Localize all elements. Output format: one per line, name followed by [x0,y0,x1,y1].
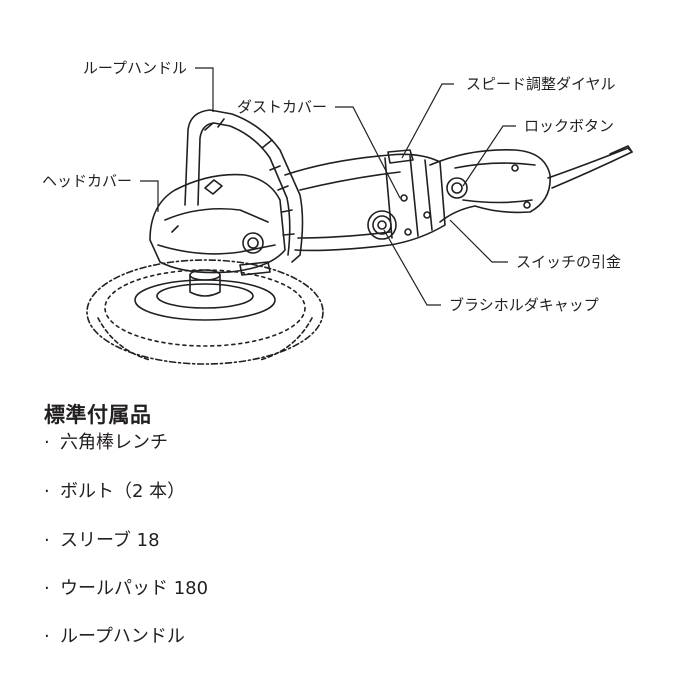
bullet: · [44,481,50,502]
power-cord [547,147,633,189]
accessory-label: ウールパッド 180 [60,578,209,599]
leader-brush-cap [383,229,441,306]
leader-loop-handle [195,67,214,112]
accessory-label: スリーブ 18 [60,530,160,551]
accessories-title: 標準付属品 [44,403,152,427]
rear-grip [429,148,551,223]
head-cover-shape [149,173,286,274]
accessory-label: ループハンドル [60,626,185,647]
accessory-item: · ボルト（2 本） [44,477,185,503]
backing-pad [134,279,276,321]
brush-cap-shape [367,210,397,240]
bullet: · [44,578,50,599]
label-switch-trigger: スイッチの引金 [516,253,621,271]
label-loop-handle: ループハンドル [83,59,187,77]
leader-head-cover [140,180,159,212]
accessory-item: · スリーブ 18 [44,526,160,552]
leader-switch-trigger [449,219,508,263]
loop-handle-shape [184,109,304,263]
accessory-item: · ウールパッド 180 [44,574,208,600]
label-speed-dial: スピード調整ダイヤル [466,75,616,93]
wool-pad-outer [86,259,324,365]
label-dust-cover: ダストカバー [237,98,327,116]
lock-button-shape [446,177,468,199]
speed-dial-shape [387,149,414,164]
leader-speed-dial [401,83,454,159]
label-brush-holder-cap: ブラシホルダキャップ [449,296,599,314]
accessory-label: ボルト（2 本） [60,481,186,502]
polisher-diagram: ループハンドル ダストカバー スピード調整ダイヤル ロックボタン ヘッドカバー … [42,59,633,365]
accessory-item: · 六角棒レンチ [44,428,168,454]
label-head-cover: ヘッドカバー [42,172,132,190]
bullet: · [44,626,50,647]
leader-lock-button [462,125,516,187]
motor-body [284,153,446,252]
leader-dust-cover [335,106,401,199]
bullet: · [44,530,50,551]
label-lock-button: ロックボタン [524,117,614,135]
accessory-item: · ループハンドル [44,622,185,648]
accessory-label: 六角棒レンチ [60,432,168,453]
bullet: · [44,432,50,453]
